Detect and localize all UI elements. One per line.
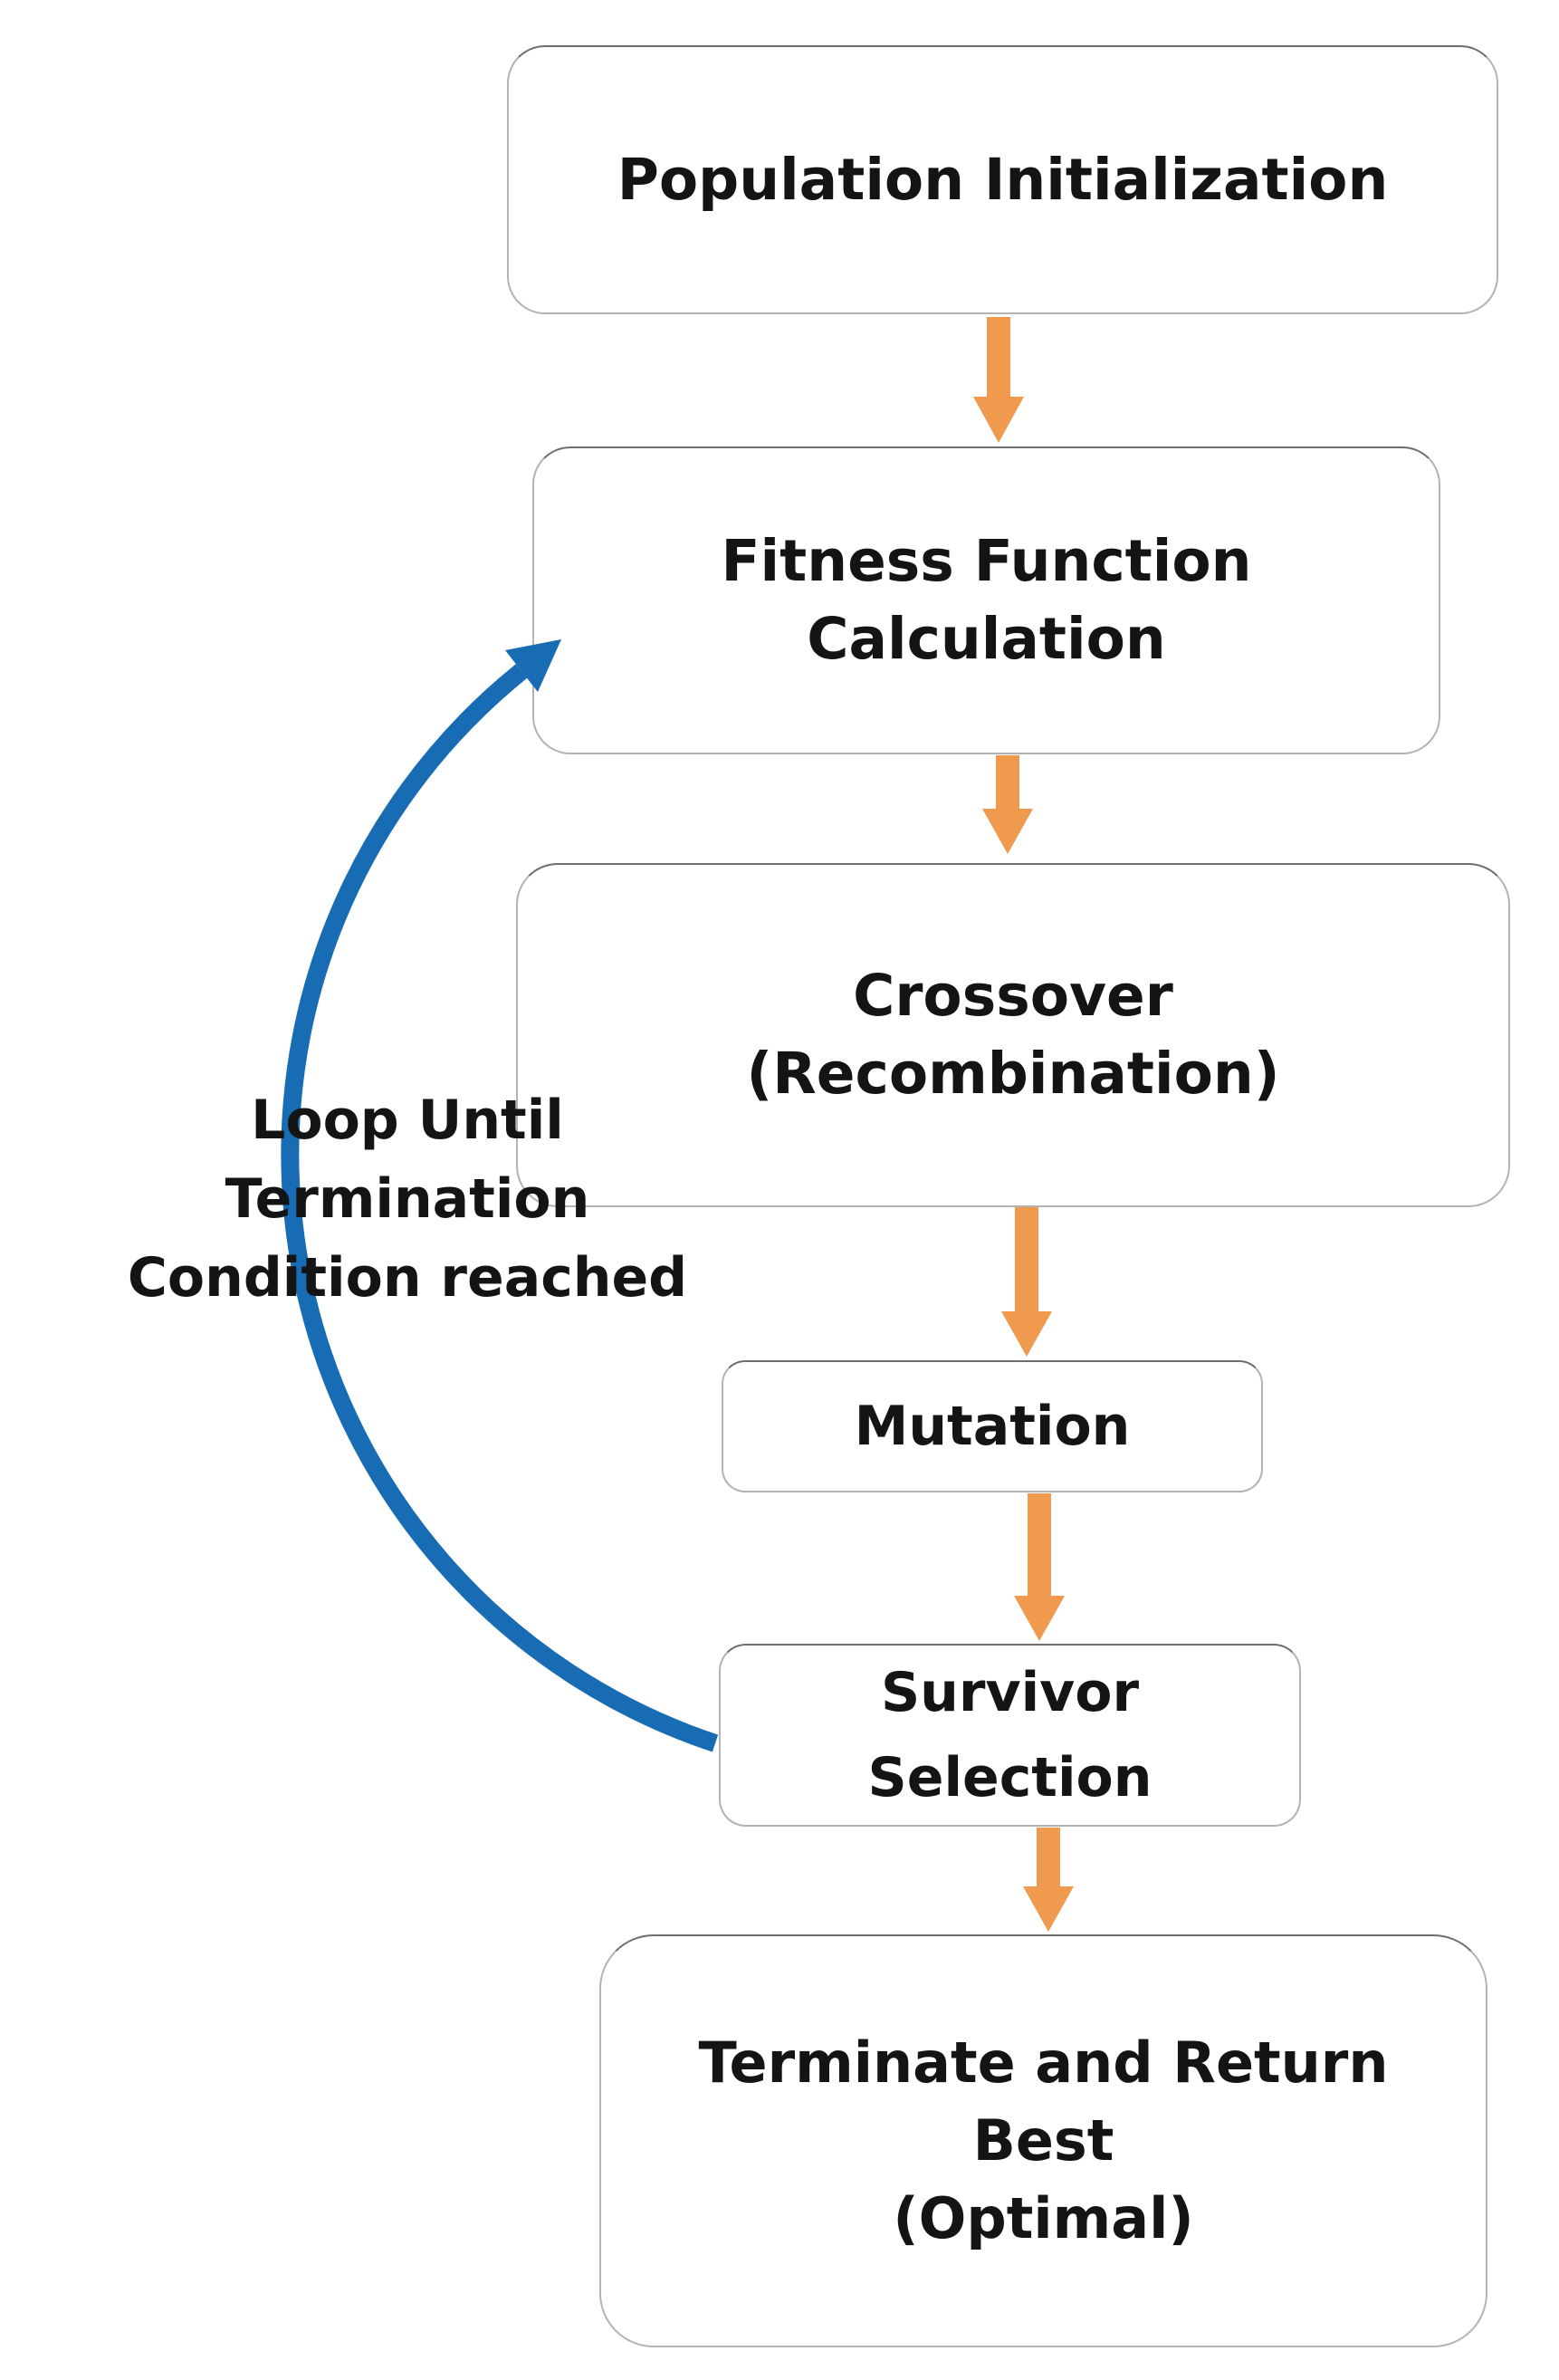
node-terminate-return-best: Terminate and Return Best (Optimal) [599, 1934, 1487, 2347]
loop-label-line: Loop Until [251, 1089, 564, 1152]
node-label: Selection [867, 1746, 1153, 1809]
node-label: Fitness Function [721, 528, 1252, 594]
node-label: (Optimal) [893, 2185, 1194, 2251]
node-crossover-recombination: Crossover (Recombination) [516, 863, 1510, 1207]
node-fitness-function-calculation: Fitness Function Calculation [532, 446, 1440, 754]
down-arrow-icon-5 [1023, 1828, 1074, 1932]
node-label: Crossover [853, 963, 1173, 1029]
node-label: Terminate and Return [698, 2030, 1389, 2096]
loop-label: Loop Until Termination Condition reached [54, 1081, 760, 1318]
loop-label-line: Termination [225, 1167, 590, 1231]
loop-arrowhead-icon [505, 639, 561, 692]
node-label: Survivor [880, 1661, 1140, 1724]
node-label: (Recombination) [746, 1041, 1280, 1107]
node-label: Best [972, 2107, 1114, 2174]
node-population-initialization: Population Initialization [507, 45, 1498, 314]
node-mutation: Mutation [722, 1360, 1263, 1492]
down-arrow-icon-1 [973, 317, 1024, 443]
loop-label-line: Condition reached [127, 1246, 688, 1310]
node-survivor-selection: Survivor Selection [719, 1644, 1301, 1827]
down-arrow-icon-2 [982, 755, 1033, 854]
down-arrow-icon-4 [1014, 1493, 1065, 1641]
loop-back-arrow-curve [281, 664, 719, 1752]
node-label: Mutation [854, 1395, 1131, 1458]
node-label: Population Initialization [617, 146, 1389, 213]
down-arrow-icon-3 [1001, 1207, 1052, 1357]
node-label: Calculation [807, 606, 1166, 672]
